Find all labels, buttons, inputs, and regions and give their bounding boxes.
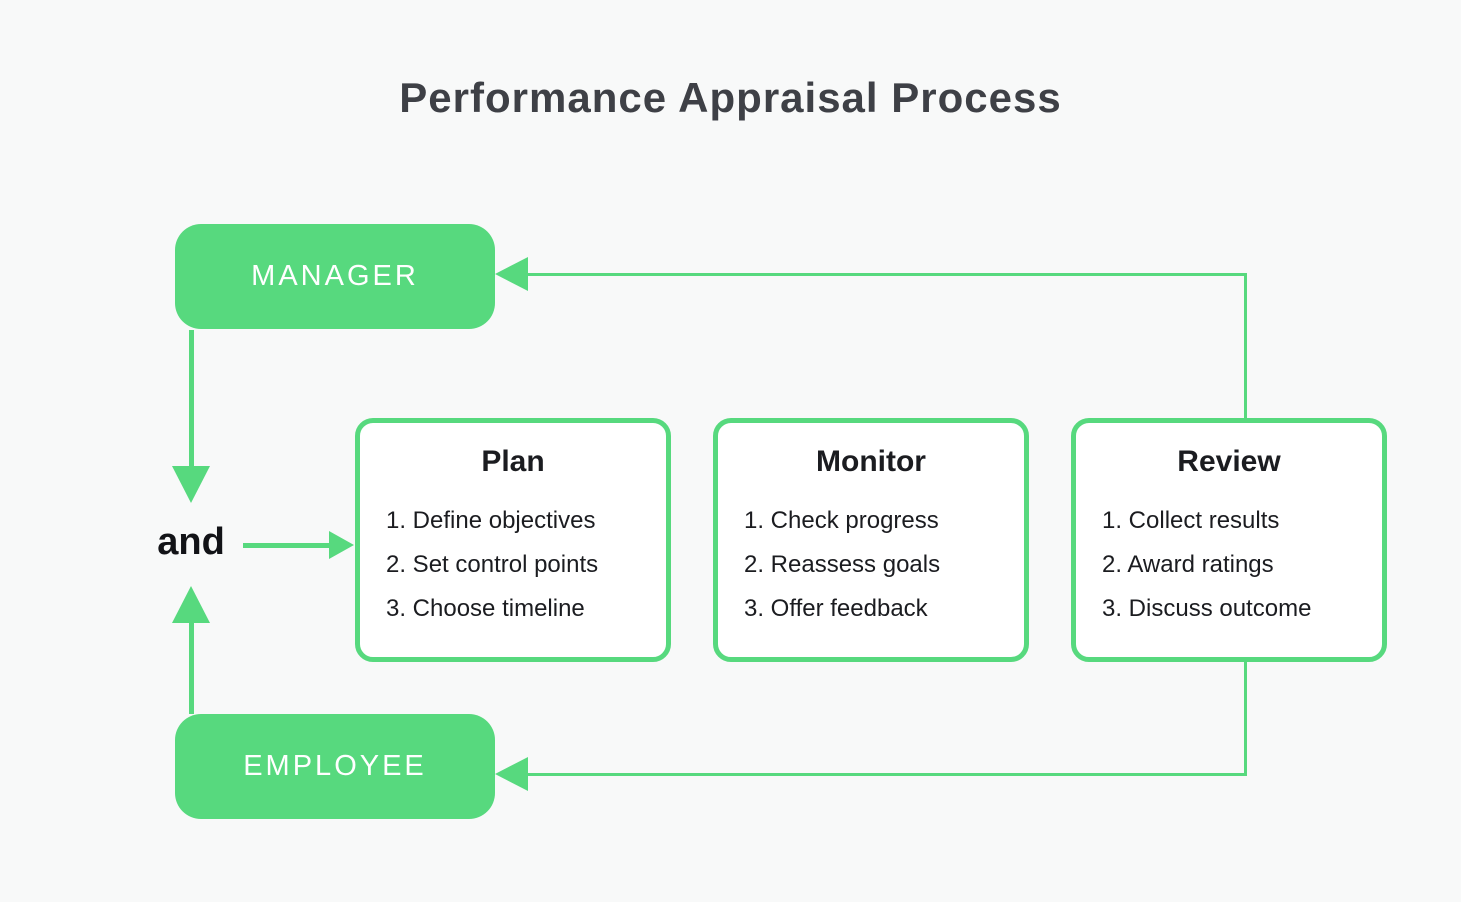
arrow-employee-to-and-shaft (189, 622, 194, 714)
arrow-and-to-plan-shaft (243, 543, 331, 548)
stage-list-plan: 1. Define objectives 2. Set control poin… (360, 499, 666, 631)
stage-box-monitor: Monitor 1. Check progress 2. Reassess go… (713, 418, 1029, 662)
stage-title-review: Review (1177, 445, 1281, 478)
stage-item: 1. Check progress (744, 507, 939, 534)
stage-list-review: 1. Collect results 2. Award ratings 3. D… (1076, 499, 1382, 631)
employee-box: EMPLOYEE (175, 714, 495, 819)
stage-item: 3. Discuss outcome (1102, 595, 1312, 622)
stage-item: 3. Choose timeline (386, 595, 585, 622)
stage-box-review: Review 1. Collect results 2. Award ratin… (1071, 418, 1387, 662)
manager-label: MANAGER (251, 260, 419, 292)
feedback-line-review-to-employee-vertical (1244, 660, 1247, 775)
stage-title-plan: Plan (481, 445, 545, 478)
stage-list-monitor: 1. Check progress 2. Reassess goals 3. O… (718, 499, 1024, 631)
page-title: Performance Appraisal Process (399, 74, 1062, 121)
stage-item: 2. Set control points (386, 551, 599, 578)
stage-item: 1. Collect results (1102, 507, 1280, 534)
arrowhead-right-icon (329, 531, 354, 559)
employee-label: EMPLOYEE (243, 750, 427, 782)
arrow-manager-to-and-shaft (189, 330, 194, 467)
and-label: and (157, 521, 225, 563)
stage-title-monitor: Monitor (816, 445, 926, 478)
stage-item: 3. Offer feedback (744, 595, 928, 622)
feedback-line-review-to-manager-horizontal (527, 273, 1247, 276)
arrowhead-up-icon (172, 586, 210, 623)
stage-box-plan: Plan 1. Define objectives 2. Set control… (355, 418, 671, 662)
feedback-line-review-to-employee-horizontal (527, 773, 1247, 776)
feedback-line-review-to-manager-vertical (1244, 273, 1247, 420)
stage-item: 2. Reassess goals (744, 551, 941, 578)
arrowhead-down-icon (172, 466, 210, 503)
arrowhead-left-manager-icon (495, 257, 528, 291)
stage-item: 2. Award ratings (1102, 551, 1274, 578)
arrowhead-left-employee-icon (495, 757, 528, 791)
stage-item: 1. Define objectives (386, 507, 596, 534)
manager-box: MANAGER (175, 224, 495, 329)
